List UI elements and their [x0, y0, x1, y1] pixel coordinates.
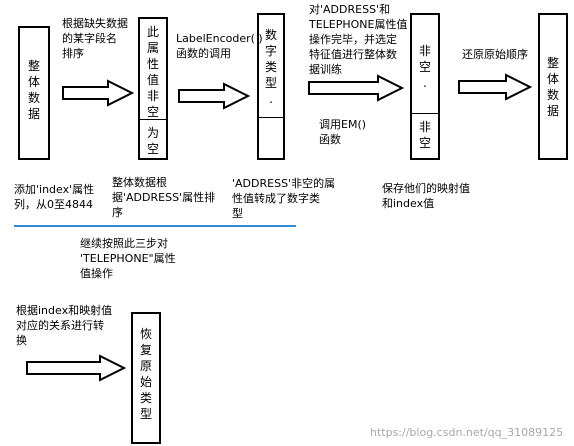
note-continue-telephone: 继续按照此三步对 'TELEPHONE"属性 值操作	[80, 237, 176, 280]
section-divider	[412, 113, 438, 114]
numeric-type-label: 数 字 类 型 .	[264, 28, 277, 106]
section-separator-line	[14, 225, 296, 227]
note-address-telephone: 对'ADDRESS'和 TELEPHONE属性值 操作完毕，并选定 特征值进行整…	[309, 3, 408, 76]
arrow-right-icon	[458, 73, 533, 101]
non-empty-top-label: 非 空 .	[418, 44, 431, 90]
non-empty-empty-split-box: 此 属 性 值 非 空 为 空	[138, 17, 168, 160]
note-save-mapping: 保存他们的映射值 和index值	[382, 182, 470, 210]
arrow-right-icon	[26, 354, 127, 382]
arrow-right-icon	[62, 79, 135, 107]
restore-type-label: 恢 复 原 始 类 型	[139, 327, 152, 421]
section-divider	[259, 117, 283, 118]
arrow-right-icon	[308, 74, 405, 102]
note-sort-by-address: 整体数据根 据'ADDRESS'属性排 序	[112, 176, 216, 219]
section-divider	[140, 119, 166, 120]
final-whole-data-label: 整 体 数 据	[546, 56, 559, 118]
numeric-type-box: 数 字 类 型 .	[257, 13, 285, 160]
note-restore-order: 还原原始顺序	[462, 48, 528, 61]
restore-type-box: 恢 复 原 始 类 型	[131, 312, 161, 444]
final-whole-data-box: 整 体 数 据	[538, 13, 568, 160]
watermark-text: https://blog.csdn.net/qq_31089125	[370, 426, 564, 439]
note-add-index: 添加'index'属性 列，从0至4844	[14, 183, 95, 211]
whole-data-box: 整 体 数 据	[18, 26, 50, 160]
note-call-em: 调用EM() 函数	[319, 118, 367, 146]
note-address-converted: 'ADDRESS'非空的属 性值转成了数字类 型	[232, 177, 336, 220]
whole-data-label: 整 体 数 据	[27, 59, 40, 121]
note-convert-by-index: 根据index和映射值 对应的关系进行转 换	[16, 304, 113, 347]
note-label-encoder: LabelEncoder( ) 函数的调用	[176, 32, 263, 60]
arrow-right-icon	[178, 82, 251, 110]
non-empty-split-box: 非 空 . 非 空	[410, 13, 440, 160]
non-empty-section-label: 此 属 性 值 非 空	[146, 25, 159, 119]
empty-section-label: 为 空	[146, 126, 159, 156]
note-sort-by-field: 根据缺失数据 的某字段名 排序	[62, 17, 128, 60]
non-empty-bottom-label: 非 空	[418, 120, 431, 150]
